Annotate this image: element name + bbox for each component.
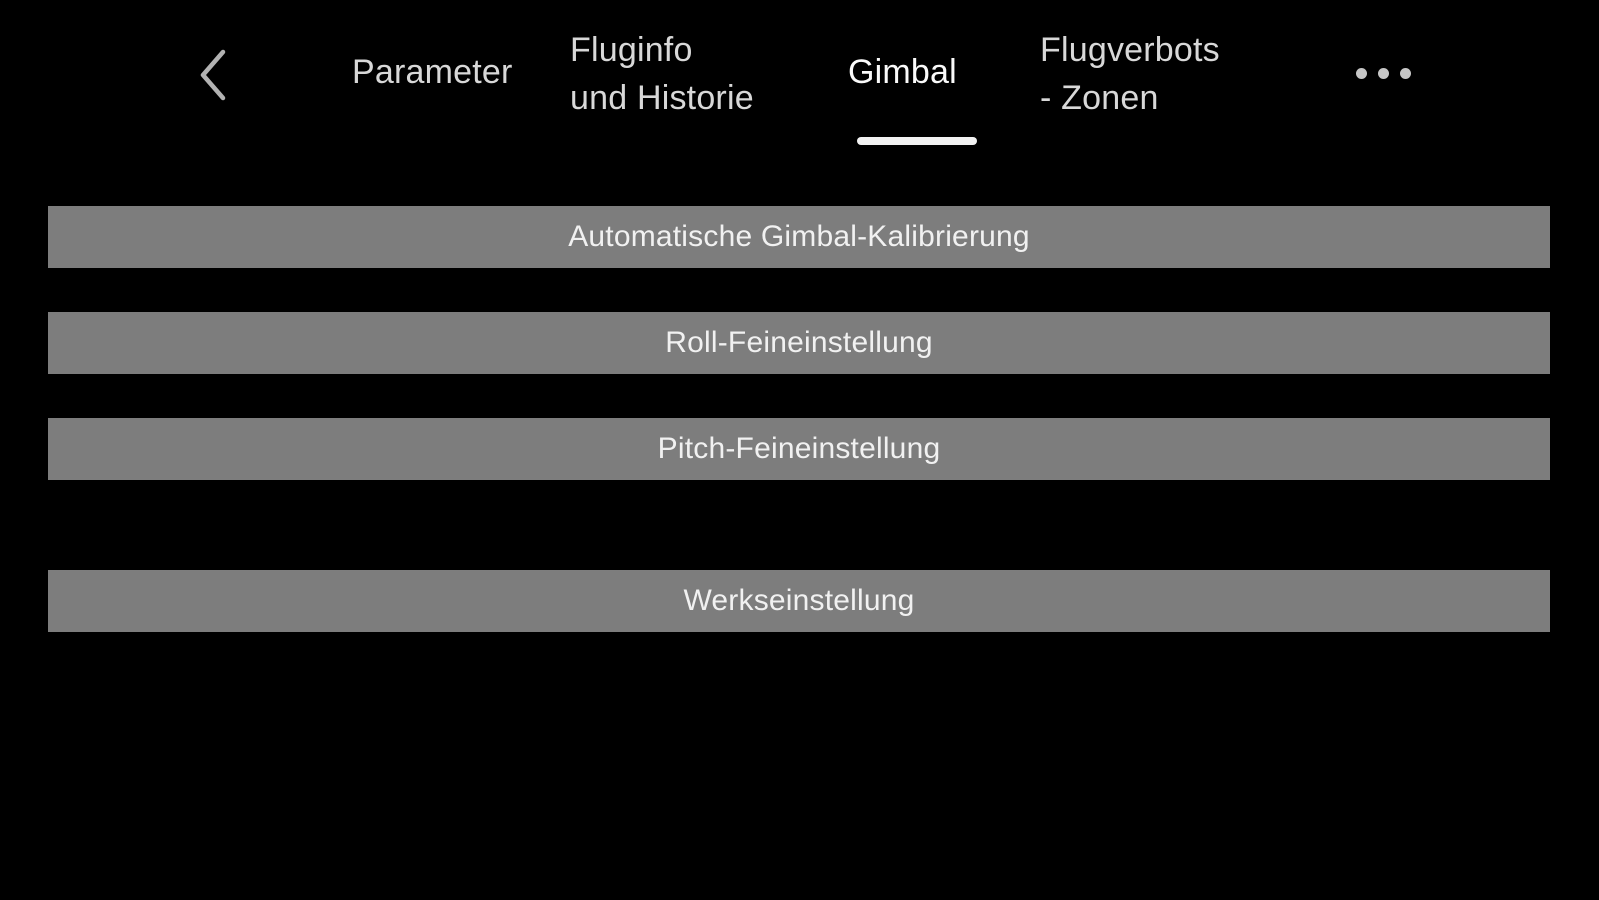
tab-gimbal[interactable]: Gimbal — [848, 53, 957, 91]
auto-gimbal-calibration-button[interactable]: Automatische Gimbal-Kalibrierung — [48, 206, 1550, 268]
back-button[interactable] — [186, 40, 238, 110]
pitch-fine-tune-button[interactable]: Pitch-Feineinstellung — [48, 418, 1550, 480]
roll-fine-tune-button[interactable]: Roll-Feineinstellung — [48, 312, 1550, 374]
tab-flugverbots-zonen[interactable]: Flugverbots - Zonen — [1040, 31, 1220, 117]
ellipsis-icon — [1399, 67, 1411, 79]
active-tab-underline — [857, 137, 977, 145]
factory-reset-button[interactable]: Werkseinstellung — [48, 570, 1550, 632]
ellipsis-icon — [1377, 67, 1389, 79]
more-options-button[interactable] — [1340, 50, 1426, 96]
tab-fluginfo-und-historie[interactable]: Fluginfo und Historie — [570, 31, 754, 117]
ellipsis-icon — [1355, 67, 1367, 79]
chevron-left-icon — [197, 47, 227, 103]
tab-parameter[interactable]: Parameter — [352, 53, 513, 91]
settings-header: Parameter Fluginfo und Historie Gimbal F… — [0, 0, 1599, 160]
